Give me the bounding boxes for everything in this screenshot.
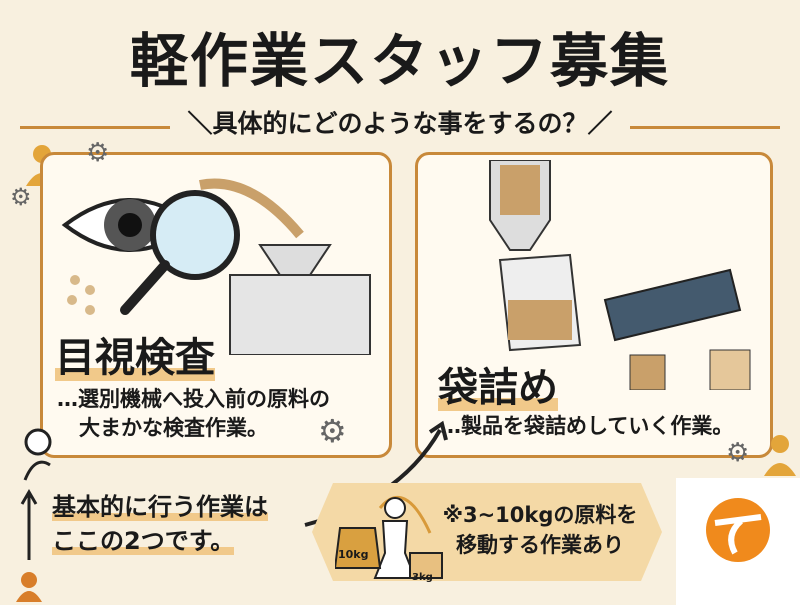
description-line: …選別機械へ投入前の原料の xyxy=(57,387,330,411)
gear-icon: ⚙ xyxy=(318,412,347,450)
gear-icon: ⚙ xyxy=(86,138,110,168)
panel-description: …選別機械へ投入前の原料の 大まかな検査作業。 xyxy=(57,385,330,443)
heading-text: 袋詰め xyxy=(438,365,558,411)
weight-3kg-label: 3kg xyxy=(412,572,433,583)
note-line: 基本的に行う作業は xyxy=(52,493,268,521)
page-title: 軽作業スタッフ募集 xyxy=(129,27,670,95)
divider-right xyxy=(630,126,780,129)
weight-info-text: ※3~10kgの原料を 移動する作業あり xyxy=(440,500,640,560)
bagging-illustration xyxy=(489,160,751,390)
gear-icon: ⚙ xyxy=(726,438,750,468)
weight-info-line: 移動する作業あり xyxy=(456,533,624,557)
heading-text: 目視検査 xyxy=(55,335,215,381)
weight-10kg-label: 10kg xyxy=(338,548,369,561)
subtitle: ＼具体的にどのような事をするの？／ xyxy=(187,109,613,138)
lifting-person-illustration xyxy=(335,496,443,579)
company-logo xyxy=(706,498,770,562)
inspection-illustration xyxy=(61,178,371,355)
note-text: 基本的に行う作業は ここの2つです。 xyxy=(52,490,268,558)
panel-heading: 袋詰め xyxy=(438,355,558,413)
note-line: ここの2つです。 xyxy=(52,527,235,555)
panel-description: …製品を袋詰めしていく作業。 xyxy=(440,414,734,438)
gear-icon: ⚙ xyxy=(10,183,32,211)
person-icon xyxy=(764,435,796,476)
weight-info-line: ※3~10kgの原料を xyxy=(442,503,638,527)
description-line: 大まかな検査作業。 xyxy=(79,416,268,440)
divider-left xyxy=(20,126,170,129)
panel-heading: 目視検査 xyxy=(55,325,215,383)
